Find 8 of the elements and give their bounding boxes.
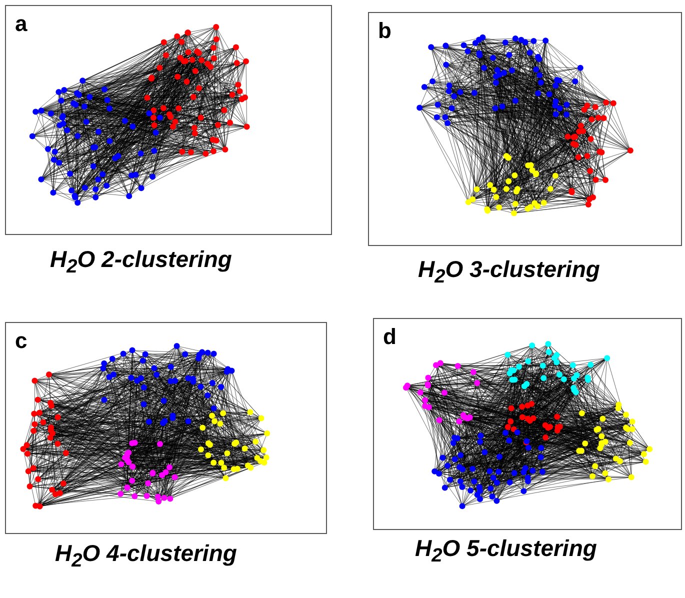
panel-letter: a	[15, 13, 28, 35]
panel-caption: H$_{2}$O 2-clustering	[50, 246, 232, 280]
panel-letter: d	[383, 326, 396, 348]
panel-caption: H$_{2}$O 4-clustering	[55, 540, 237, 574]
panel-letter: b	[378, 20, 392, 42]
panel-caption: H$_{2}$O 5-clustering	[415, 535, 597, 569]
panel-letter: c	[15, 330, 28, 352]
panel-caption: H$_{2}$O 3-clustering	[418, 256, 600, 290]
